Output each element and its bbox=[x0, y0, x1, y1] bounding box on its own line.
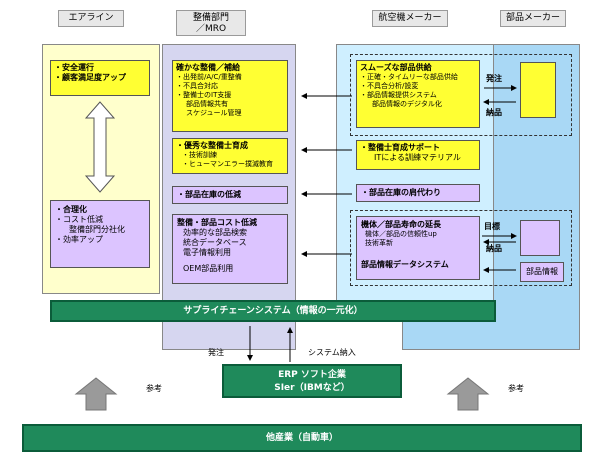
aircraft-box-3: ・部品在庫の肩代わり bbox=[356, 184, 480, 202]
aircraft-box-1-item: ・不具合分析/設変 bbox=[360, 82, 419, 90]
label-order-parts: 発注 bbox=[486, 74, 502, 83]
aircraft-box-3-title: ・部品在庫の肩代わり bbox=[361, 188, 441, 197]
aircraft-group-bottom bbox=[350, 210, 572, 286]
aircraft-box-1-item: ・正確・タイムリーな部品供給 bbox=[360, 73, 458, 81]
parts-info-box: 部品情報 bbox=[520, 262, 564, 282]
parts-maker-box-top bbox=[520, 62, 556, 118]
airline-rationalize-box: ・合理化 ・コスト低減 整備部門分社化 ・効率アップ bbox=[50, 200, 150, 268]
aircraft-box-2-title: ・整備士育成サポート bbox=[360, 143, 440, 152]
erp-line-1: ERP ソフト企業 bbox=[278, 370, 346, 380]
maintenance-box-3: ・部品在庫の低減 bbox=[172, 186, 288, 204]
label-reference-left: 参考 bbox=[146, 384, 162, 393]
aircraft-box-4-title: 機体／部品寿命の延長 bbox=[361, 220, 441, 229]
maintenance-box-1-item: ・出発前/A/C/重整備 bbox=[176, 73, 242, 81]
airline-goal-1: ・安全運行 bbox=[54, 63, 94, 72]
maintenance-box-2-item: ・技術訓練 bbox=[182, 151, 217, 159]
label-order: 発注 bbox=[208, 348, 224, 357]
maintenance-box-4-item: 効率的な部品検索 bbox=[183, 228, 247, 237]
maintenance-box-1-item: ・整備士のIT支援 bbox=[176, 91, 232, 99]
maintenance-box-2-title: ・優秀な整備士育成 bbox=[176, 141, 248, 150]
aircraft-box-1: スムーズな部品供給 ・正確・タイムリーな部品供給 ・不具合分析/設変 ・部品情報… bbox=[356, 60, 480, 128]
maintenance-box-4-item: 統合データベース bbox=[183, 238, 247, 247]
maintenance-box-1-item: 部品情報共有 bbox=[186, 100, 228, 108]
header-airline: エアライン bbox=[58, 10, 124, 27]
aircraft-box-4-item: 機体／部品の信頼性up bbox=[365, 230, 437, 238]
erp-line-2: SIer（IBMなど） bbox=[274, 383, 350, 393]
maintenance-box-1: 確かな整備／補給 ・出発前/A/C/重整備 ・不具合対応 ・整備士のIT支援 部… bbox=[172, 60, 288, 132]
aircraft-box-5-title: 部品情報データシステム bbox=[361, 260, 449, 269]
maintenance-box-2: ・優秀な整備士育成 ・技術訓練 ・ヒューマンエラー撲滅教育 bbox=[172, 138, 288, 174]
other-industry-bar: 他産業（自動車） bbox=[22, 424, 582, 452]
airline-rationalize-item: ・効率アップ bbox=[55, 235, 103, 244]
maintenance-box-4: 整備・部品コスト低減 効率的な部品検索 統合データベース 電子情報利用 OEM部… bbox=[172, 214, 288, 284]
label-system-delivery: システム納入 bbox=[308, 348, 356, 357]
maintenance-box-1-title: 確かな整備／補給 bbox=[176, 63, 240, 72]
maintenance-box-1-item: スケジュール管理 bbox=[186, 109, 242, 117]
erp-box: ERP ソフト企業 SIer（IBMなど） bbox=[222, 364, 402, 398]
label-target: 目標 bbox=[484, 222, 500, 231]
reference-arrow-right bbox=[446, 377, 490, 411]
maintenance-box-2-item: ・ヒューマンエラー撲滅教育 bbox=[182, 160, 273, 168]
airline-rationalize-item: ・コスト低減 bbox=[55, 215, 103, 224]
airline-double-arrow bbox=[84, 101, 116, 193]
maintenance-box-4-item: 電子情報利用 bbox=[183, 248, 231, 257]
airline-rationalize-title: ・合理化 bbox=[55, 205, 87, 214]
parts-info-label: 部品情報 bbox=[526, 267, 558, 276]
aircraft-box-4: 機体／部品寿命の延長 機体／部品の信頼性up 技術革新 部品情報データシステム bbox=[356, 216, 480, 280]
maintenance-box-4-title: 整備・部品コスト低減 bbox=[177, 218, 257, 227]
label-delivery-parts-2: 納品 bbox=[486, 244, 502, 253]
airline-goal-box: ・安全運行 ・顧客満足度アップ bbox=[50, 60, 150, 96]
aircraft-box-1-item: ・部品情報提供システム bbox=[360, 91, 437, 99]
aircraft-group-top bbox=[350, 54, 572, 136]
aircraft-box-1-item: 部品情報のデジタル化 bbox=[372, 100, 442, 108]
label-reference-right: 参考 bbox=[508, 384, 524, 393]
airline-goal-2: ・顧客満足度アップ bbox=[54, 73, 126, 82]
header-aircraft-maker: 航空機メーカー bbox=[372, 10, 448, 27]
reference-arrow-left bbox=[74, 377, 118, 411]
header-maintenance: 整備部門 ／MRO bbox=[176, 10, 246, 36]
header-parts-maker: 部品メーカー bbox=[500, 10, 566, 27]
aircraft-box-2-item: ITによる訓練マテリアル bbox=[374, 153, 461, 162]
aircraft-box-4-item: 技術革新 bbox=[365, 239, 393, 247]
parts-maker-box-bottom bbox=[520, 220, 560, 256]
aircraft-box-2: ・整備士育成サポート ITによる訓練マテリアル bbox=[356, 140, 480, 170]
maintenance-box-3-title: ・部品在庫の低減 bbox=[177, 190, 241, 199]
label-delivery-parts: 納品 bbox=[486, 108, 502, 117]
maintenance-box-1-item: ・不具合対応 bbox=[176, 82, 218, 90]
maintenance-box-4-item: OEM部品利用 bbox=[183, 264, 234, 273]
supply-chain-bar: サプライチェーンシステム（情報の一元化） bbox=[50, 300, 496, 322]
aircraft-box-1-title: スムーズな部品供給 bbox=[360, 63, 432, 72]
airline-rationalize-item: 整備部門分社化 bbox=[69, 225, 125, 234]
